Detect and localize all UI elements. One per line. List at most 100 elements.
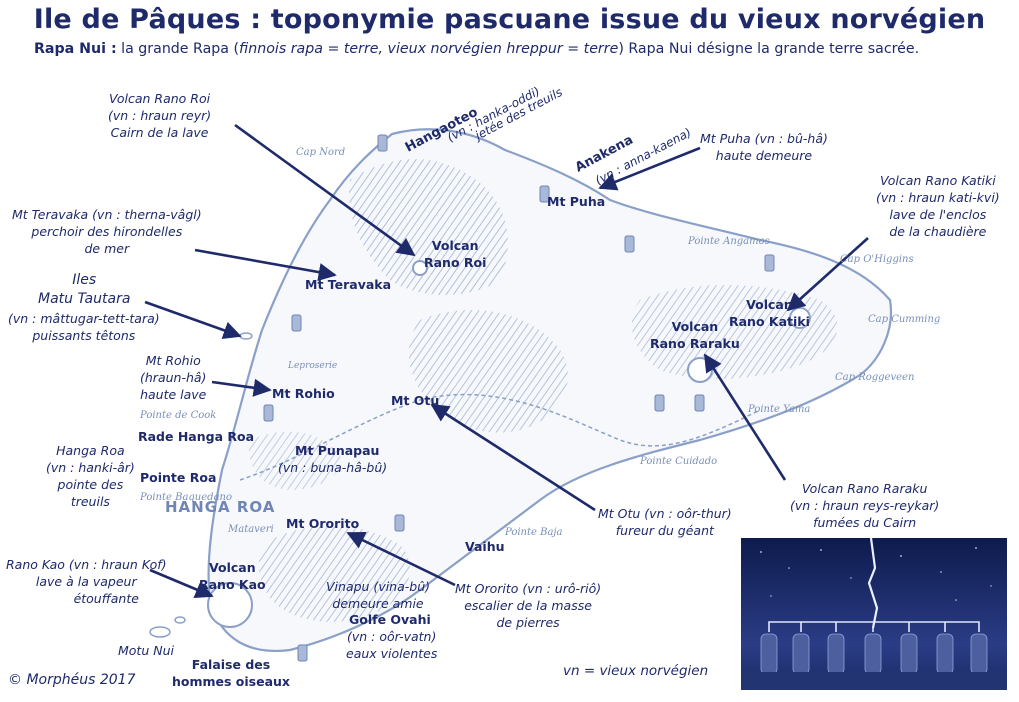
falaise-l1: Falaise des	[191, 657, 271, 672]
lightning-branches	[768, 621, 980, 632]
star	[955, 599, 957, 601]
arrow-rohio	[211, 378, 272, 397]
moai-markers	[263, 134, 775, 662]
star	[975, 547, 977, 549]
note-ororito: Mt Ororito (vn : urô-riô) escalier de la…	[455, 580, 601, 631]
note-matu-vn-l2: puissants têtons	[32, 328, 136, 343]
moai-marker	[694, 394, 705, 412]
note-matu-vn: (vn : mâttugar-tett-tara) puissants têto…	[8, 310, 160, 344]
note-rohio-l1: Mt Rohio	[145, 353, 201, 368]
arrow-mt-puha	[598, 146, 701, 191]
basemap-pointe-angamos: Pointe Angamos	[687, 236, 770, 247]
basemap-pointe-yama: Pointe Yama	[747, 404, 810, 415]
falaise-label: Falaise des hommes oiseaux	[172, 656, 290, 690]
moai-night-photo	[741, 538, 1007, 690]
star	[788, 567, 790, 569]
note-teravaka-l1: Mt Teravaka (vn : therna-vâgl)	[12, 207, 202, 222]
note-matu-tautara: Iles Matu Tautara	[38, 271, 130, 309]
page-title: Ile de Pâques : toponymie pascuane issue…	[33, 4, 986, 35]
note-otu-l1: Mt Otu (vn : oôr-thur)	[598, 506, 732, 521]
note-rano-katiki-l3: lave de l'enclos	[889, 207, 987, 222]
place-mt-puha: Mt Puha	[547, 194, 606, 209]
note-teravaka-l3: de mer	[84, 241, 130, 256]
note-rano-kao-l2: lave à la vapeur	[35, 574, 137, 589]
place-volcan-rano-roi: Volcan Rano Roi	[424, 237, 486, 271]
arrow-rano-katiki	[786, 237, 869, 312]
note-rohio-l2: (hraun-hâ)	[140, 370, 207, 385]
basemap-mataveri: Mataveri	[227, 524, 274, 535]
note-otu: Mt Otu (vn : oôr-thur) fureur du géant	[598, 505, 732, 539]
note-ororito-l3: de pierres	[496, 615, 560, 630]
note-hanga-roa-l3: pointe des	[57, 477, 124, 492]
note-rano-katiki-l1: Volcan Rano Katiki	[879, 173, 996, 188]
note-mt-puha: Mt Puha (vn : bû-hâ) haute demeure	[700, 130, 828, 164]
moai-marker	[394, 514, 405, 532]
place-mt-ororito: Mt Ororito	[286, 516, 360, 531]
place-volcan-rano-roi-l2: Rano Roi	[424, 255, 487, 270]
star	[900, 555, 902, 557]
subtitle-text-2: ) Rapa Nui désigne la grande terre sacré…	[618, 41, 920, 57]
golfe-vn-l1: (vn : oôr-vatn)	[346, 629, 437, 644]
note-hanga-roa-l1: Hanga Roa	[56, 443, 125, 458]
star	[940, 571, 942, 573]
note-rano-kao: Rano Kao (vn : hraun Kof) lave à la vape…	[6, 556, 167, 607]
note-rano-kao-l1: Rano Kao (vn : hraun Kof)	[6, 557, 167, 572]
star	[760, 551, 762, 553]
note-otu-l2: fureur du géant	[615, 523, 714, 538]
subtitle-etymology: finnois rapa = terre, vieux norvégien hr…	[239, 41, 619, 57]
punapau-vn: (vn : buna-hâ-bû)	[278, 460, 388, 475]
arrow-otu	[430, 403, 596, 512]
place-volcan-rano-katiki-l1: Volcan	[746, 297, 793, 312]
place-volcan-rano-raraku-l1: Volcan	[671, 319, 719, 334]
moai-marker	[624, 235, 635, 253]
note-raraku-l2: (vn : hraun reys-reykar)	[790, 498, 940, 513]
subtitle: Rapa Nui : la grande Rapa (finnois rapa …	[34, 41, 919, 57]
star	[990, 585, 992, 587]
note-ororito-l2: escalier de la masse	[464, 598, 592, 613]
star	[820, 549, 822, 551]
basemap-cap-nord: Cap Nord	[296, 147, 345, 158]
note-rano-katiki-l4: de la chaudière	[889, 224, 987, 239]
lightning-bolt	[867, 538, 879, 629]
place-volcan-rano-raraku: Volcan Rano Raraku	[650, 318, 740, 352]
place-volcan-rano-katiki-l2: Rano Katiki	[729, 314, 810, 329]
place-volcan-rano-kao: Volcan Rano Kao	[199, 559, 266, 593]
note-rohio: Mt Rohio (hraun-hâ) haute lave	[140, 352, 206, 403]
arrow-teravaka	[194, 248, 337, 282]
note-hanga-roa-l4: treuils	[70, 494, 110, 509]
note-rano-roi-l1: Volcan Rano Roi	[109, 91, 211, 106]
golfe-ovahi-label: Golfe Ovahi	[349, 612, 431, 627]
note-hanga-roa-l2: (vn : hanki-âr)	[46, 460, 135, 475]
note-rano-katiki: Volcan Rano Katiki (vn : hraun kati-kvi)…	[876, 172, 1000, 240]
basemap-cap-cumming: Cap Cumming	[868, 314, 940, 325]
note-raraku: Volcan Rano Raraku (vn : hraun reys-reyk…	[790, 480, 939, 531]
relief-south	[258, 525, 410, 622]
note-raraku-l1: Volcan Rano Raraku	[801, 481, 928, 496]
moai-marker	[377, 134, 388, 152]
place-volcan-rano-kao-l2: Rano Kao	[199, 577, 266, 592]
moai-marker	[291, 314, 302, 332]
arrow-rano-kao	[149, 568, 214, 599]
motu-nui-label: Motu Nui	[118, 643, 174, 658]
moai	[970, 633, 988, 675]
arrow-rano-roi	[234, 123, 416, 257]
stars	[760, 547, 992, 601]
moai-marker	[654, 394, 665, 412]
crater-rano-roi	[412, 260, 428, 276]
basemap-cap-roggeveen: Cap Roggeveen	[835, 372, 914, 383]
arrow-ororito	[346, 531, 456, 587]
note-teravaka-l2: perchoir des hirondelles	[31, 224, 183, 239]
arrow-raraku	[703, 353, 787, 481]
crater-rano-kao	[207, 582, 253, 628]
place-mt-otu: Mt Otu	[391, 393, 440, 408]
relief-east	[631, 285, 838, 380]
place-mt-punapau: Mt Punapau	[295, 443, 380, 458]
islet-motu-iti	[174, 616, 186, 624]
moai-marker	[539, 185, 550, 203]
note-ororito-l1: Mt Ororito (vn : urô-riô)	[455, 581, 602, 596]
place-mt-teravaka: Mt Teravaka	[305, 277, 392, 292]
note-rano-roi-l2: (vn : hraun reyr)	[108, 108, 212, 123]
basemap-pointe-baquedano: Pointe Baquedano	[139, 492, 232, 503]
place-pointe-roa: Pointe Roa	[140, 470, 217, 485]
